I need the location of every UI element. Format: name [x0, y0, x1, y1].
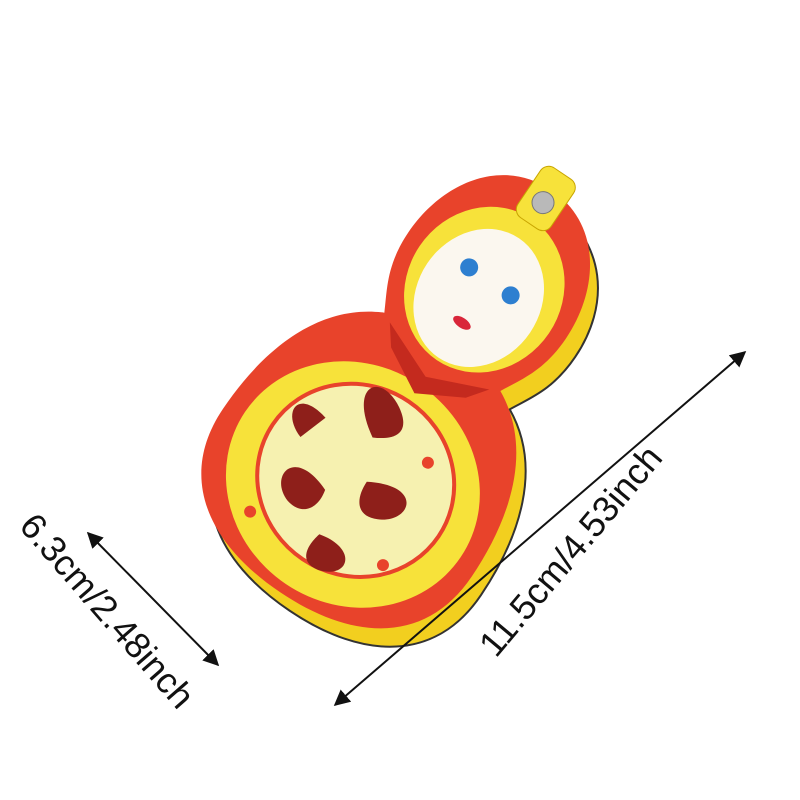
lips [453, 315, 471, 330]
length-arrow [333, 350, 747, 707]
left-eye [460, 258, 479, 277]
matryoshka-case [201, 165, 599, 648]
right-eye [501, 286, 520, 305]
width-arrow [86, 531, 220, 667]
face [413, 228, 545, 367]
snap-button [531, 191, 555, 215]
